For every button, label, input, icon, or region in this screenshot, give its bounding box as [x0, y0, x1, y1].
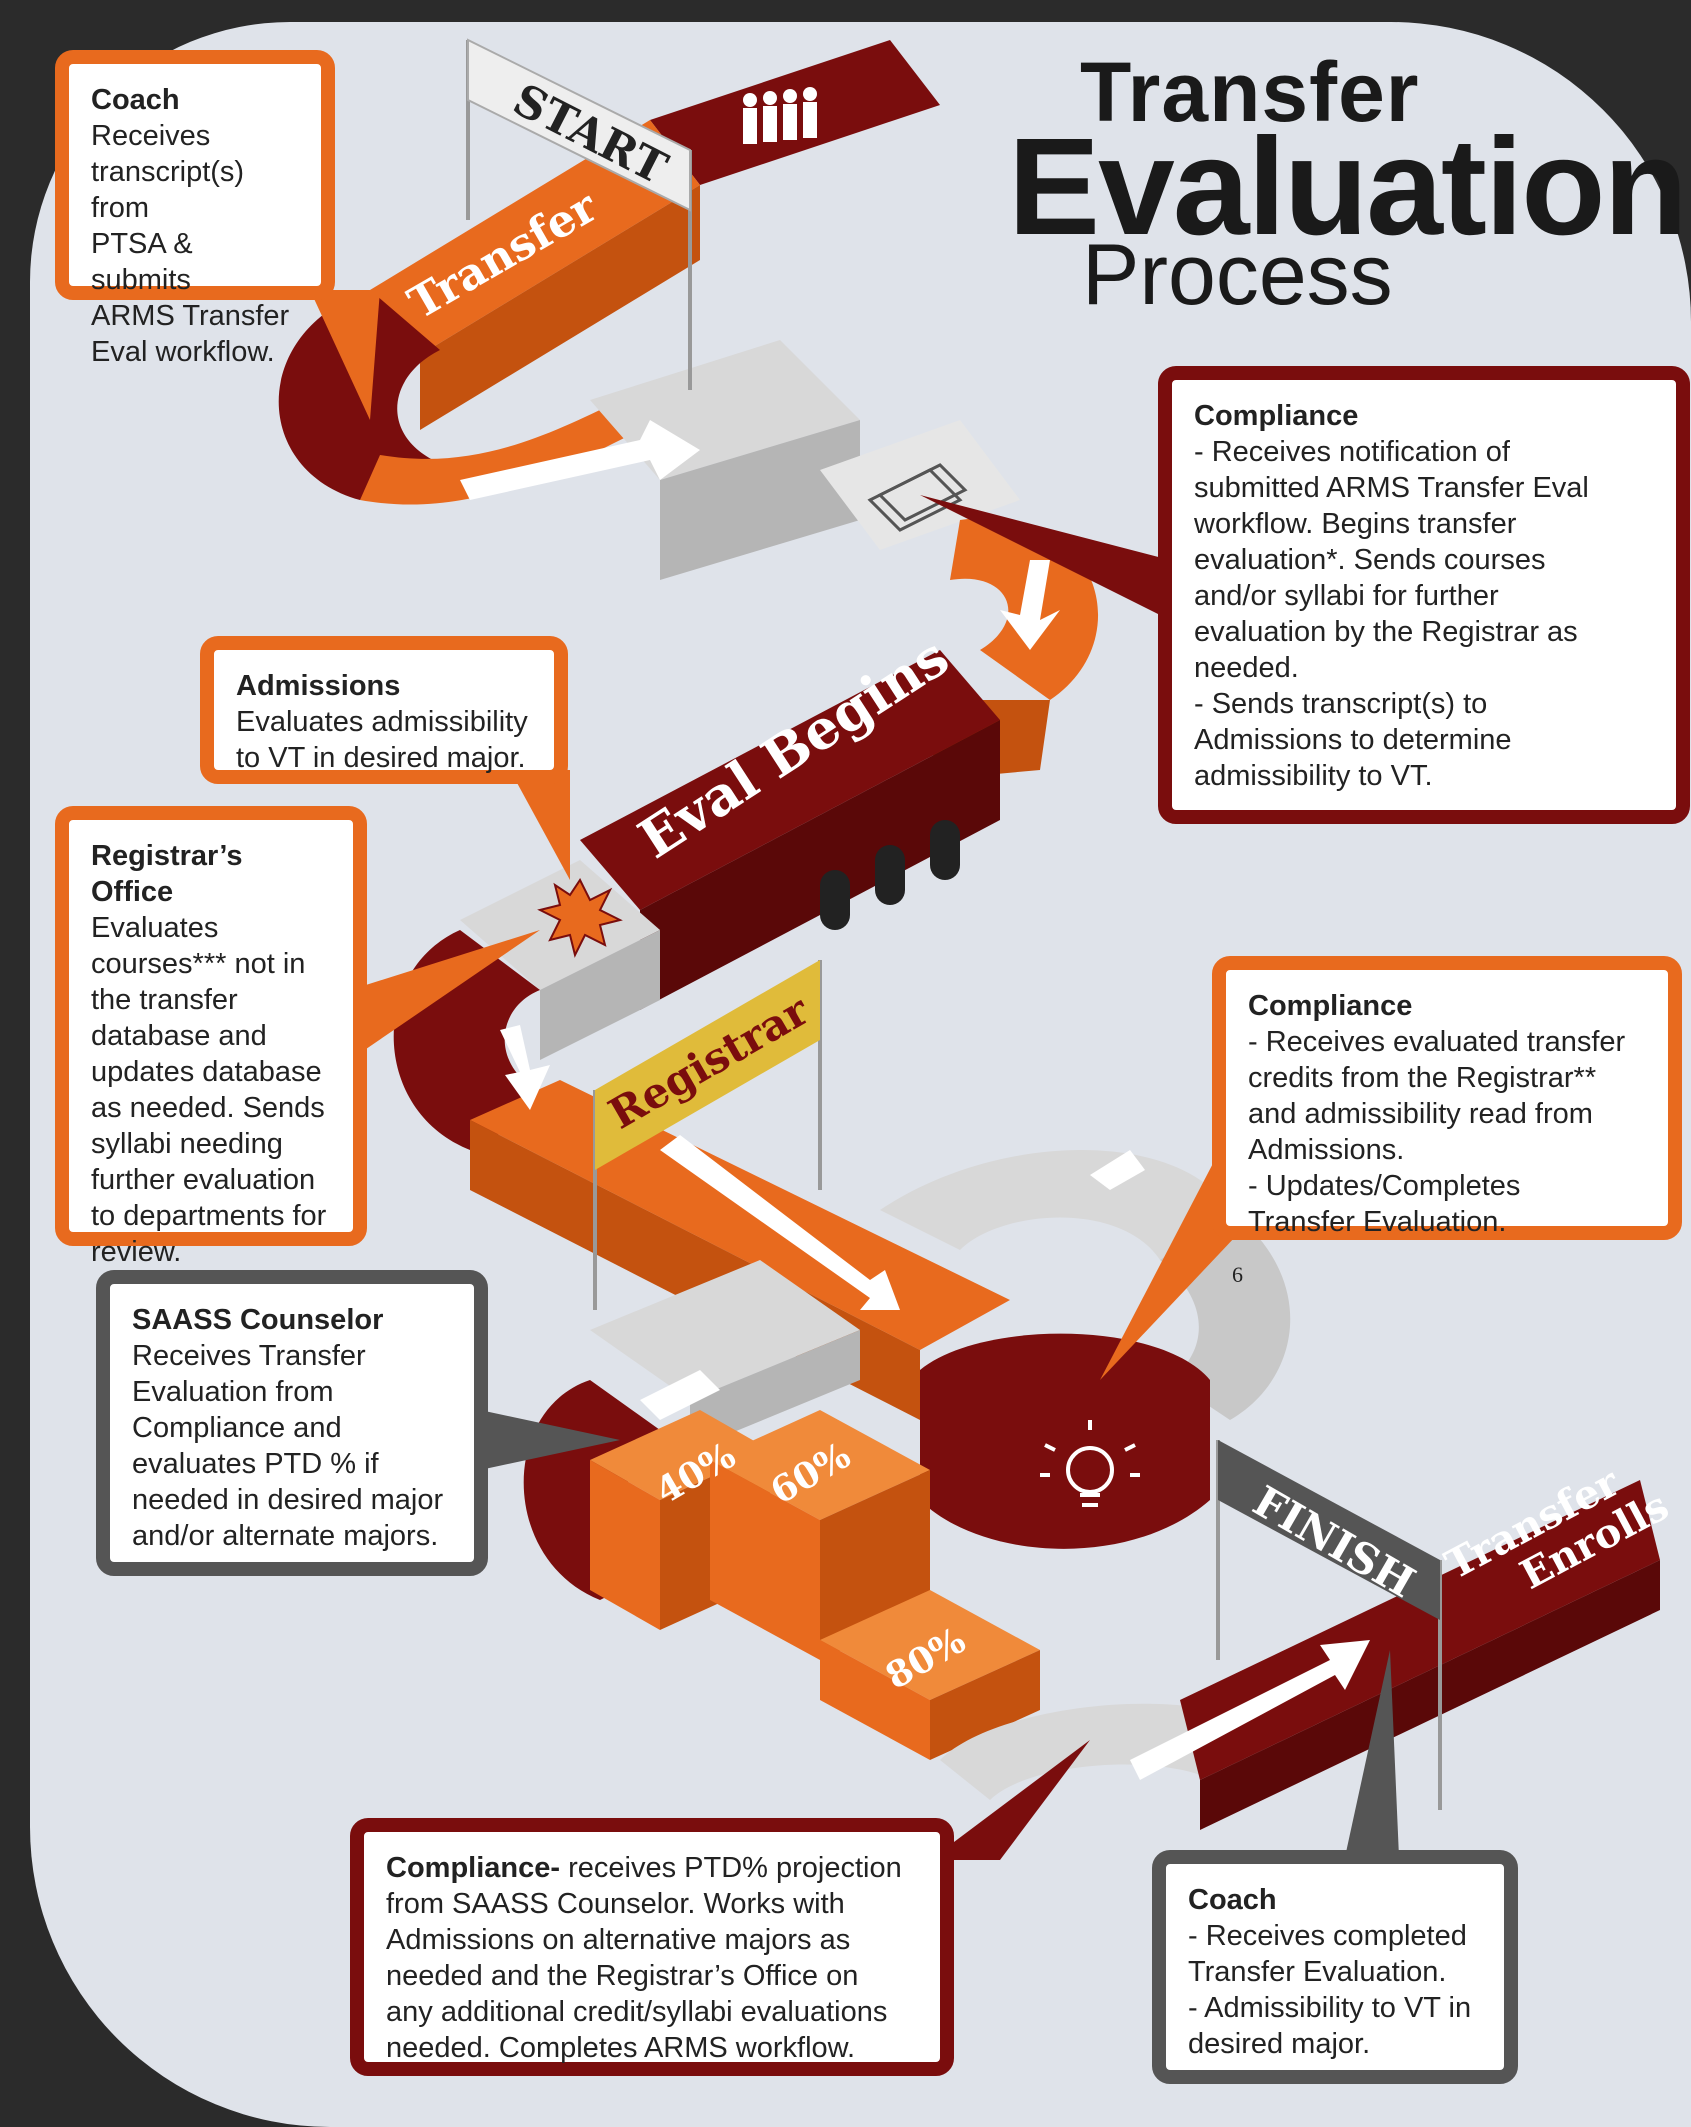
callout-body: - Receives notification of submitted ARM…	[1194, 436, 1589, 792]
callout-registrars-office: Registrar’s Office Evaluates courses*** …	[55, 806, 367, 1268]
callout-head: Compliance	[1248, 990, 1413, 1022]
callout-compliance-3: Compliance- receives PTD% projection fro…	[350, 1818, 954, 2076]
callout-head: Registrar’s Office	[91, 840, 243, 908]
page-number: 6	[1232, 1262, 1243, 1287]
ptd-blocks	[590, 1410, 1040, 1760]
callout-coach-start: Coach Receives transcript(s) from PTSA &…	[55, 50, 335, 368]
callout-body: Compliance- receives PTD% projection fro…	[386, 1850, 918, 2066]
finish-flag	[1216, 1440, 1442, 1810]
callout-head: Admissions	[236, 670, 401, 702]
registrar-flag	[593, 960, 822, 1310]
folder-icon	[867, 463, 968, 532]
callout-head: Coach	[1188, 1884, 1277, 1916]
callout-body: - Receives evaluated transfer credits fr…	[1248, 1026, 1626, 1238]
track-maroon-hub	[920, 1333, 1210, 1549]
title-line-3: Process	[1082, 227, 1393, 323]
callout-head: Compliance-	[386, 1852, 561, 1884]
title-line-2: Evaluation	[1008, 110, 1688, 264]
burst-icon	[537, 878, 623, 958]
track-gray-connector-3	[590, 1260, 860, 1450]
callout-compliance-1: Compliance - Receives notification of su…	[1158, 366, 1690, 824]
callout-body: Evaluates admissibility to VT in desired…	[236, 706, 528, 774]
callout-coach-end: Coach - Receives completed Transfer Eval…	[1152, 1850, 1518, 2084]
callout-admissions: Admissions Evaluates admissibility to VT…	[200, 636, 568, 784]
callout-head: SAASS Counselor	[132, 1304, 384, 1336]
track-eval-begins-segment	[580, 650, 1000, 1010]
callout-head: Coach	[91, 84, 180, 116]
callout-body: Receives transcript(s) from PTSA & submi…	[91, 120, 290, 368]
callout-text: receives PTD% projection from SAASS Coun…	[386, 1852, 902, 2064]
callout-saass-counselor: SAASS Counselor Receives Transfer Evalua…	[96, 1270, 488, 1576]
people-icon	[743, 87, 817, 144]
lightbulb-icon	[1040, 1420, 1140, 1507]
start-flag	[466, 38, 692, 390]
callout-body: Evaluates courses*** not in the transfer…	[91, 912, 327, 1268]
callout-body: Receives Transfer Evaluation from Compli…	[132, 1340, 444, 1552]
title-line-1: Transfer	[1080, 45, 1420, 139]
callout-compliance-2: Compliance - Receives evaluated transfer…	[1212, 956, 1682, 1240]
callout-body: - Receives completed Transfer Evaluation…	[1188, 1920, 1472, 2060]
flow-arrows	[460, 420, 1370, 1780]
callout-head: Compliance	[1194, 400, 1359, 432]
